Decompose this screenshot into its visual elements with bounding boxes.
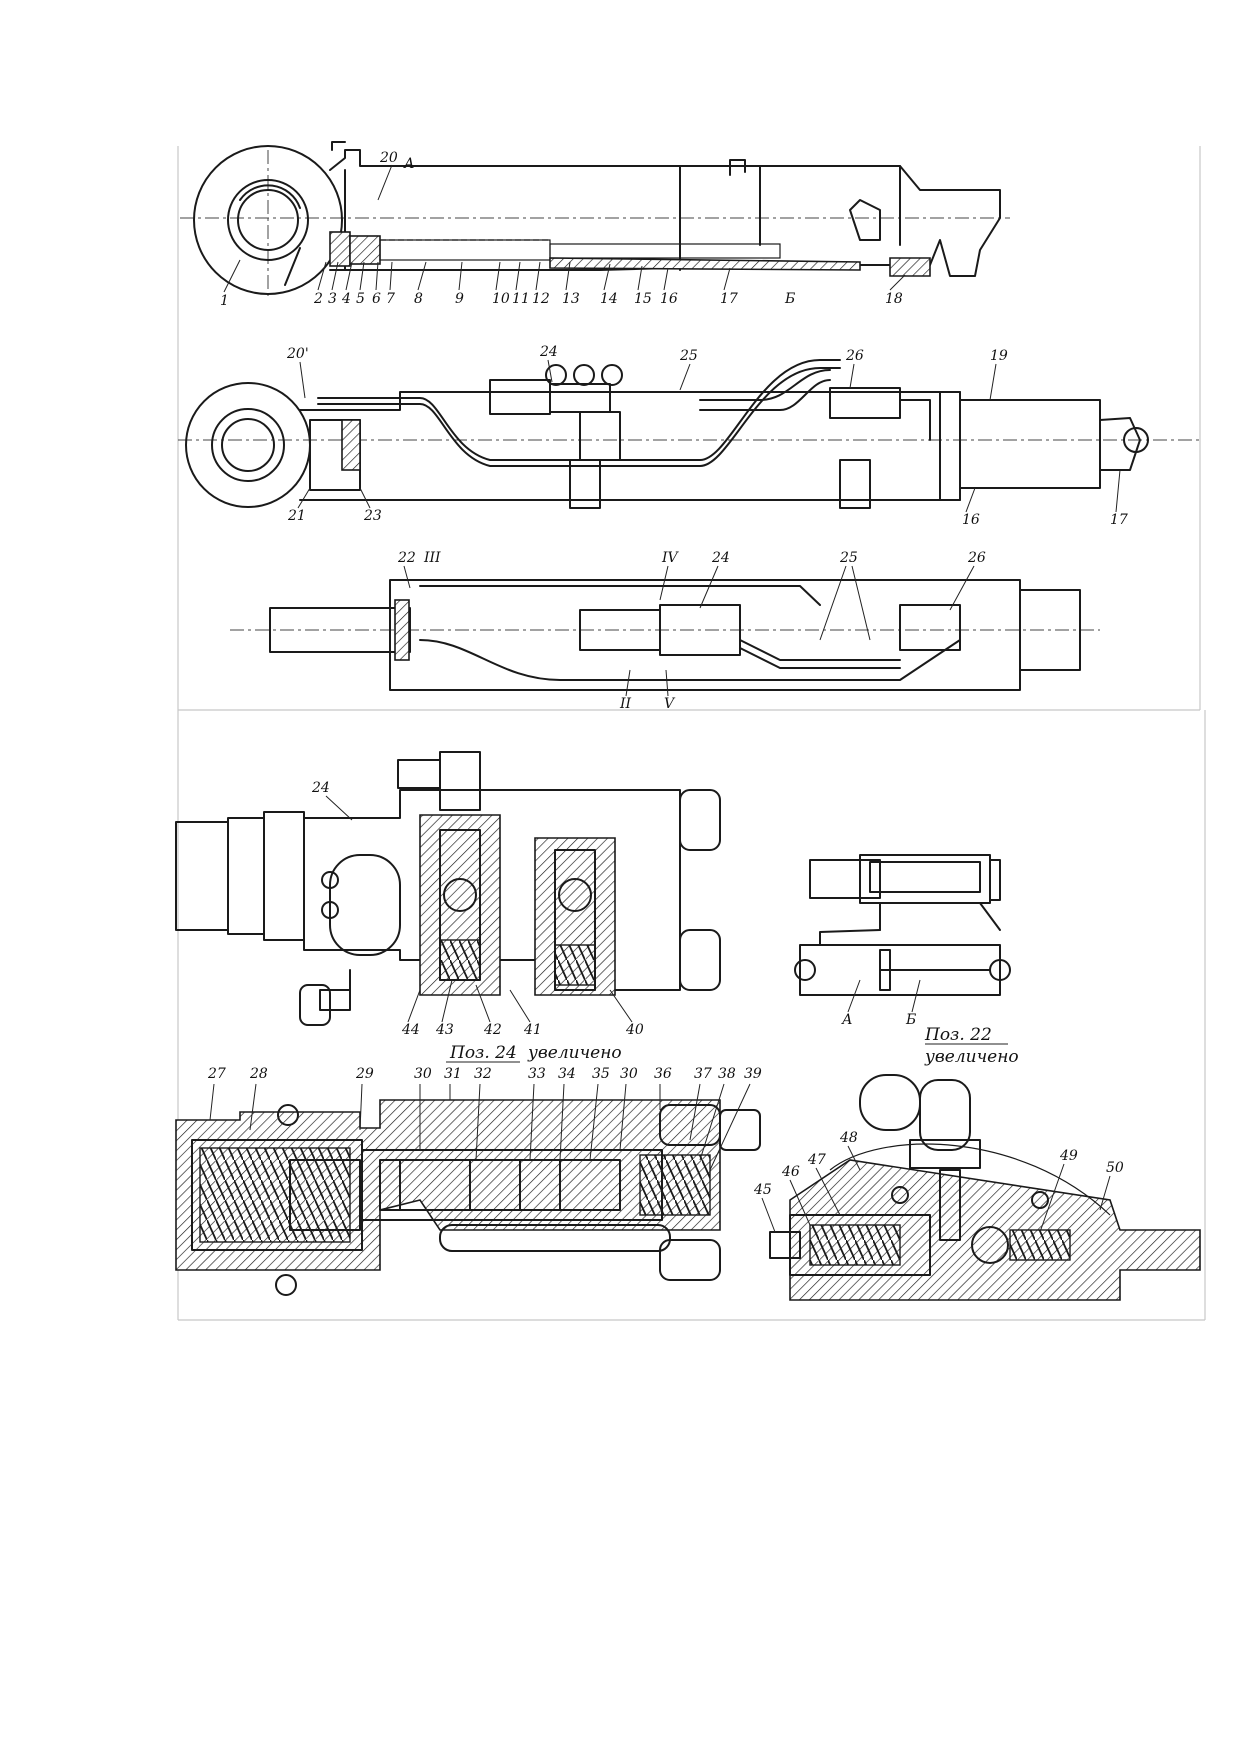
cylinder-plan-view xyxy=(230,579,1100,691)
label-26-mid: 26 xyxy=(845,348,864,364)
valve-24-labels: 24 44 43 42 41 40 Поз. 24 увеличено xyxy=(311,780,644,1063)
label-40: 40 xyxy=(625,1022,644,1038)
label-1: 1 xyxy=(220,293,229,309)
label-17-mid: 17 xyxy=(1110,512,1128,528)
valve-section-labels: 27 28 29 30 31 32 33 34 35 30 36 37 38 3… xyxy=(207,1066,762,1171)
pos-22-enlarged xyxy=(769,1074,1201,1301)
caption-pos-22: Поз. 22 xyxy=(924,1025,992,1045)
label-2: 2 xyxy=(313,291,323,307)
label-29: 29 xyxy=(355,1066,374,1082)
label-6: 6 xyxy=(372,291,381,307)
label-19: 19 xyxy=(990,348,1008,364)
label-45: 45 xyxy=(753,1182,772,1198)
label-III: III xyxy=(423,550,441,566)
label-33: 33 xyxy=(528,1066,546,1082)
label-48: 48 xyxy=(839,1130,858,1146)
label-50: 50 xyxy=(1106,1160,1124,1176)
label-44: 44 xyxy=(401,1022,420,1038)
label-24-mid: 24 xyxy=(539,344,558,360)
label-B-schematic: Б xyxy=(905,1012,916,1028)
label-14: 14 xyxy=(600,291,618,307)
label-30-b: 30 xyxy=(620,1066,638,1082)
label-36: 36 xyxy=(654,1066,672,1082)
label-10: 10 xyxy=(492,291,510,307)
label-7: 7 xyxy=(386,291,395,307)
label-5: 5 xyxy=(356,291,365,307)
label-39: 39 xyxy=(744,1066,762,1082)
cylinder-section-view xyxy=(180,141,1010,300)
valve-longitudinal-section xyxy=(175,1099,761,1296)
label-II: II xyxy=(619,696,632,712)
cylinder-exterior-view xyxy=(178,359,1200,509)
label-28: 28 xyxy=(249,1066,268,1082)
label-25-plan: 25 xyxy=(839,550,858,566)
label-42: 42 xyxy=(483,1022,502,1038)
label-17: 17 xyxy=(720,291,738,307)
label-35: 35 xyxy=(592,1066,610,1082)
label-46: 46 xyxy=(781,1164,800,1180)
label-11: 11 xyxy=(512,291,530,307)
label-A-schematic: А xyxy=(841,1012,853,1028)
label-41: 41 xyxy=(523,1022,542,1038)
label-16: 16 xyxy=(660,291,678,307)
label-16-mid: 16 xyxy=(962,512,980,528)
label-20-prime: 20' xyxy=(286,346,309,362)
label-21: 21 xyxy=(287,508,306,524)
cylinder-section-labels: 1 2 3 4 5 6 7 8 9 10 11 12 13 14 15 16 1… xyxy=(220,150,906,309)
label-24-plan: 24 xyxy=(711,550,730,566)
label-47: 47 xyxy=(807,1152,826,1168)
label-18: 18 xyxy=(885,291,903,307)
label-3: 3 xyxy=(328,291,337,307)
label-13: 13 xyxy=(562,291,580,307)
caption-pos-24: Поз. 24 xyxy=(449,1043,517,1063)
label-15: 15 xyxy=(634,291,652,307)
label-25-mid: 25 xyxy=(679,348,698,364)
label-A: А xyxy=(403,156,415,172)
label-37: 37 xyxy=(694,1066,712,1082)
label-26-plan: 26 xyxy=(967,550,986,566)
label-9: 9 xyxy=(455,291,464,307)
caption-pos-24-word: увеличено xyxy=(527,1043,622,1063)
label-V: V xyxy=(664,696,676,712)
label-23: 23 xyxy=(363,508,382,524)
label-8: 8 xyxy=(414,291,423,307)
label-22-plan: 22 xyxy=(397,550,416,566)
label-34: 34 xyxy=(558,1066,576,1082)
label-12: 12 xyxy=(532,291,550,307)
cylinder-schematic xyxy=(794,854,1011,996)
cylinder-exterior-labels: 20' 24 25 26 19 21 23 16 17 xyxy=(286,344,1128,528)
label-20: 20 xyxy=(379,150,398,166)
label-31: 31 xyxy=(444,1066,462,1082)
pos-22-labels: 48 47 46 45 49 50 xyxy=(753,1130,1124,1233)
label-IV: IV xyxy=(661,550,680,566)
label-4: 4 xyxy=(341,291,351,307)
valve-24-enlarged xyxy=(175,751,721,1026)
label-38: 38 xyxy=(718,1066,736,1082)
label-30-a: 30 xyxy=(414,1066,432,1082)
caption-pos-22-word: увеличено xyxy=(924,1047,1019,1067)
label-32: 32 xyxy=(474,1066,492,1082)
label-B: Б xyxy=(784,291,795,307)
label-24-valve: 24 xyxy=(311,780,330,796)
cylinder-plan-labels: 22 III IV 24 25 26 II V xyxy=(397,550,986,712)
label-49: 49 xyxy=(1059,1148,1078,1164)
label-43: 43 xyxy=(435,1022,454,1038)
label-27: 27 xyxy=(207,1066,226,1082)
schematic-labels: А Б Поз. 22 увеличено xyxy=(841,979,1019,1067)
